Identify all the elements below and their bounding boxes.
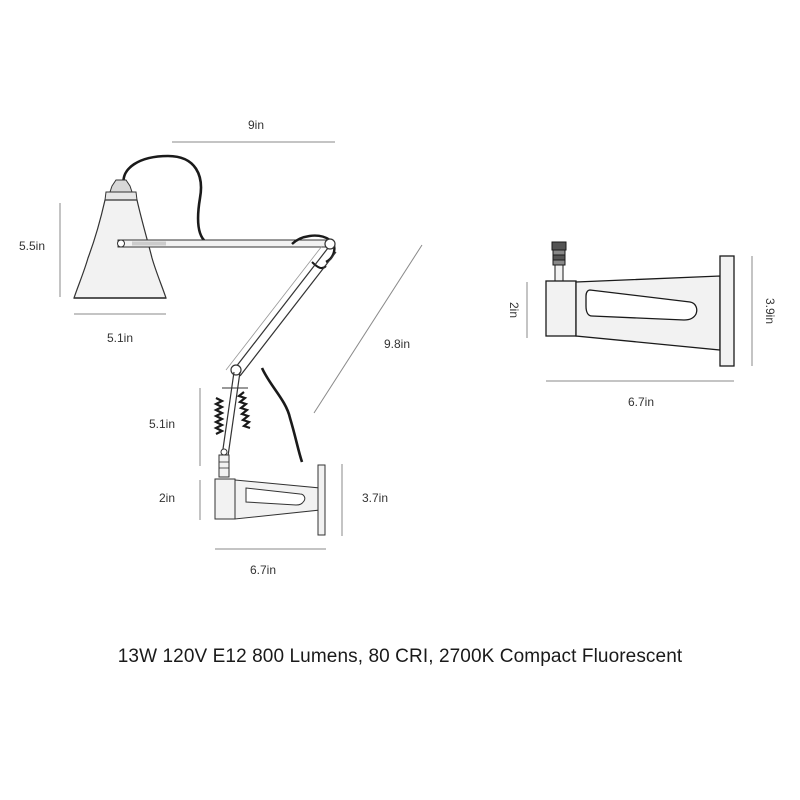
power-cord-bottom [260,367,304,463]
small-bracket-cutout [245,487,306,506]
lamp-dimension-labels: 9in 5.5in 5.1in 9.8in 5.1in 2in 3.7in 6.… [19,118,410,577]
screw-thread-3 [552,259,566,266]
lamp-dimension-lines [59,141,423,550]
bracket-height-label: 3.7in [362,491,388,505]
detail-plate-height-label: 3.9in [763,298,777,324]
bracket-detail-drawing [545,241,735,367]
small-bracket-plate [317,464,326,536]
screw-head [551,241,567,251]
upper-arm-rod-1 [231,247,329,373]
screw-thread-2 [552,254,566,261]
elbow-pivot [324,238,336,250]
detail-bracket-width-label: 6.7in [628,395,654,409]
arm-pivot-left [117,239,125,248]
lamp-drawing [73,154,337,536]
spring-left [213,397,225,435]
lamp-spec-caption: 13W 120V E12 800 Lumens, 80 CRI, 2700K C… [117,646,683,667]
arm-label-plate [132,241,166,246]
arm-width-label: 9in [248,118,264,132]
shade-body [73,199,167,299]
bracket-detail-block [545,280,577,337]
lamp-shade [73,179,167,299]
upper-arm-rod-2 [239,251,337,377]
power-cord-top [122,154,207,244]
lower-arm-rod-2 [227,371,241,457]
shade-width-label: 5.1in [107,331,133,345]
post-stem [218,454,230,478]
upper-arm-dim-line [313,244,423,414]
bracket-detail-screw [551,241,567,282]
detail-mount-height-label: 2in [507,302,521,318]
shade-neck [104,191,138,201]
screw-thread-1 [552,249,566,256]
spring-right [236,391,252,430]
bracket-detail-dimension-lines [526,256,753,382]
upper-arm-length-label: 9.8in [384,337,410,351]
lower-arm-rod-1 [221,371,235,457]
shade-cap [109,179,133,193]
screw-shank [554,264,564,282]
mount-height-label: 2in [159,491,175,505]
bracket-width-label: 6.7in [250,563,276,577]
bracket-detail-cutout [585,289,698,321]
small-wall-bracket [214,464,326,536]
upper-arm-rod-3 [225,245,323,371]
lower-arm [213,371,252,457]
small-bracket-block [214,478,236,520]
bracket-detail-dimension-labels: 2in 3.9in 6.7in [507,298,777,409]
upper-arm [225,245,337,377]
mount-post [218,454,230,478]
shade-height-label: 5.5in [19,239,45,253]
bracket-detail-plate [719,255,735,367]
lower-arm-height-label: 5.1in [149,417,175,431]
lower-pivot [220,448,228,456]
